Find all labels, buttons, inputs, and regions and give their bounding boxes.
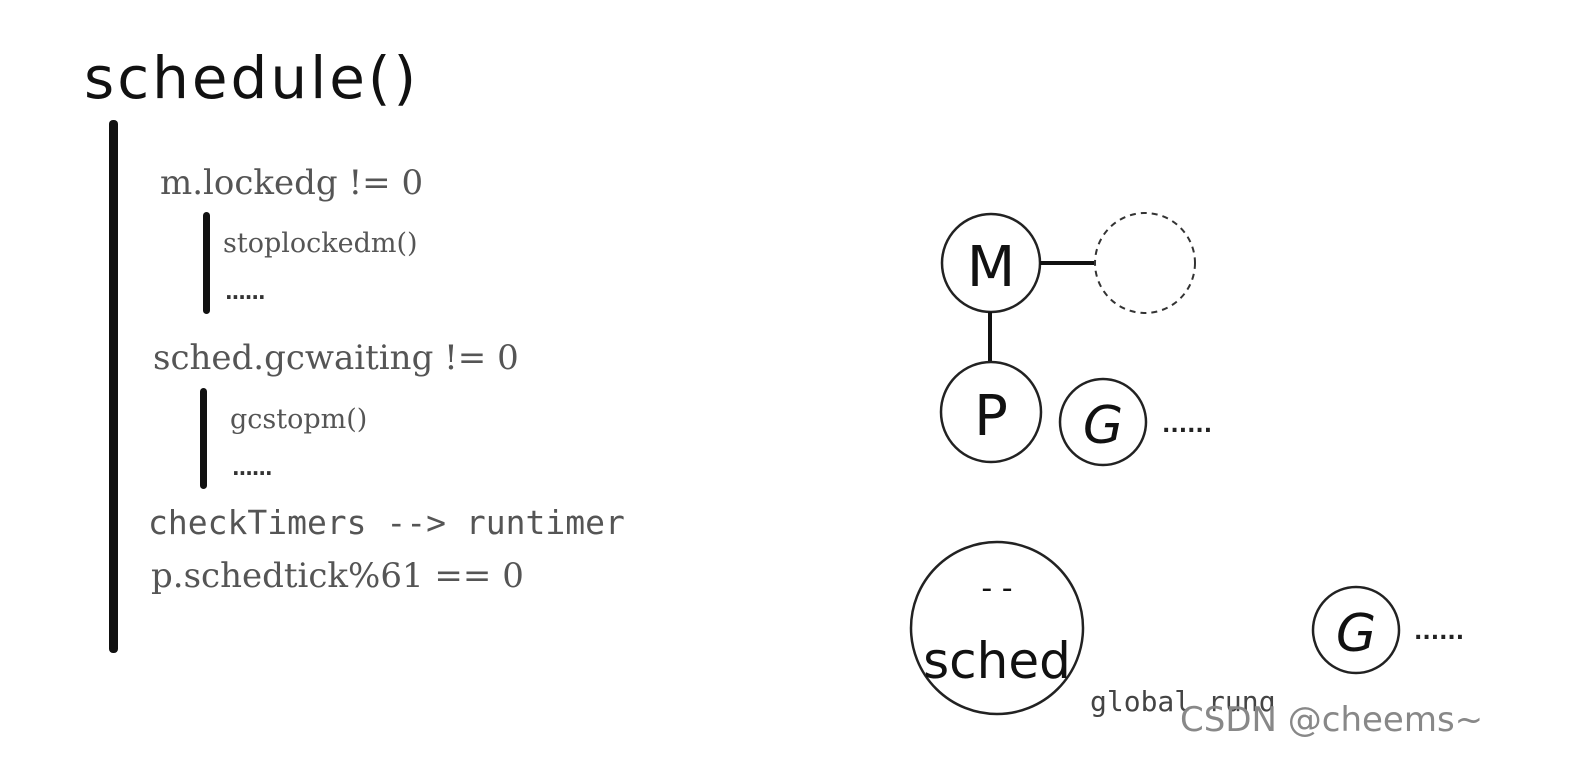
lockedg-ellipsis: ......	[225, 280, 266, 304]
global-g-dots: ......	[1414, 620, 1464, 645]
lockedg-branch-bar	[203, 212, 210, 314]
checktimers-line: checkTimers --> runtimer	[148, 503, 625, 542]
gcwaiting-branch-bar	[200, 388, 207, 489]
schedtick-line: p.schedtick%61 == 0	[151, 556, 524, 596]
main-flow-bar	[109, 120, 118, 653]
sched-eyes: - -	[981, 571, 1012, 606]
local-g-circle	[1058, 377, 1148, 467]
gcwaiting-ellipsis: ......	[232, 456, 273, 480]
watermark: CSDN @cheems~	[1180, 700, 1484, 740]
gcstopm-call: gcstopm()	[230, 404, 368, 435]
local-g-label: G	[1083, 396, 1123, 456]
page-title: schedule()	[84, 44, 420, 112]
global-g-circle	[1311, 585, 1401, 675]
p-label: P	[974, 384, 1008, 449]
global-runq-label: global runq	[1090, 685, 1276, 718]
local-g-dots: ......	[1162, 413, 1212, 438]
sched-label: sched	[923, 632, 1071, 690]
stoplockedm-call: stoplockedm()	[223, 228, 418, 259]
condition-lockedg: m.lockedg != 0	[160, 163, 424, 203]
p-circle	[939, 360, 1043, 464]
global-g-label: G	[1336, 604, 1376, 664]
empty-slot-circle	[1094, 212, 1196, 314]
sched-circle	[909, 540, 1085, 716]
condition-gcwaiting: sched.gcwaiting != 0	[153, 338, 519, 378]
m-label: M	[967, 235, 1015, 300]
